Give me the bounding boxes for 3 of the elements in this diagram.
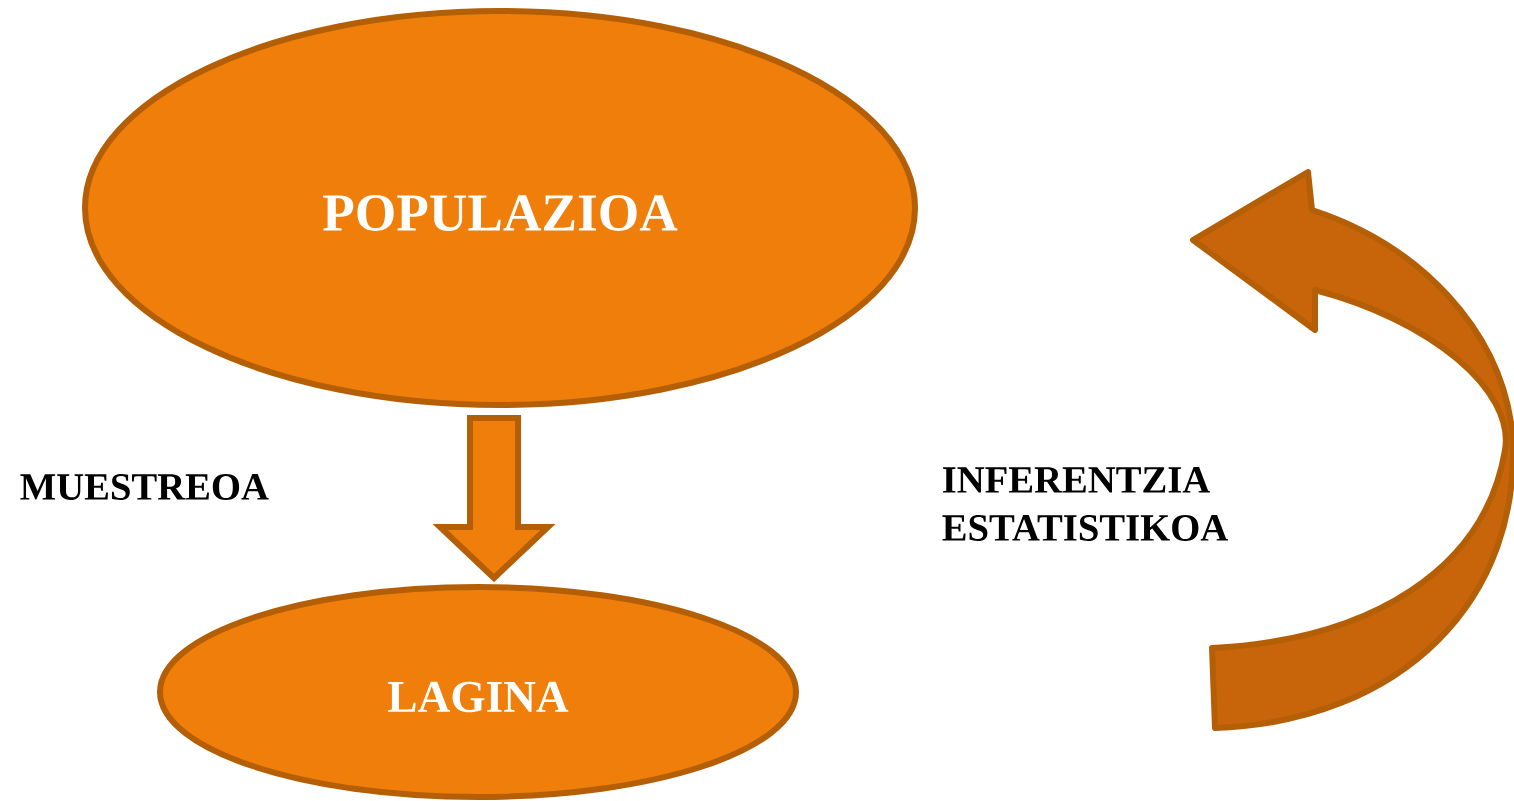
block-arrow [432, 415, 556, 583]
label-text: INFERENTZIA ESTATISTIKOA [942, 467, 1228, 541]
label-text: MUESTREOA [20, 474, 269, 500]
